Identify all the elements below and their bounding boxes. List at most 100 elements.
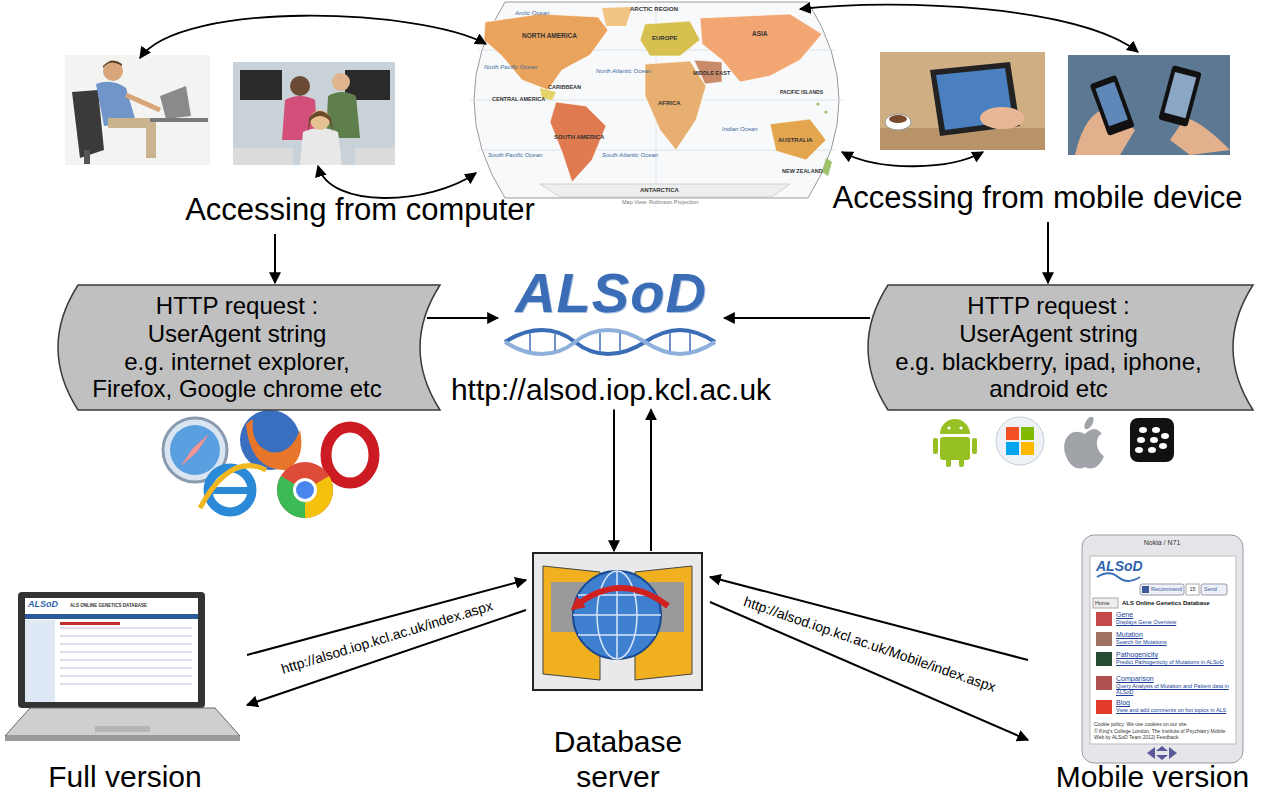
screenshot-text: Recommend — [1151, 586, 1182, 592]
http-request-text: e.g. blackberry, ipad, iphone, android e… — [892, 348, 1205, 403]
http-request-text-group: HTTP request :UserAgent stringe.g. black… — [892, 292, 1205, 402]
map-label: AUSTRALIA — [778, 137, 813, 144]
connector-arrow — [724, 317, 870, 319]
browser-icons — [181, 434, 209, 466]
full-version-client: Full version — [5, 588, 245, 799]
browser-icons — [208, 468, 252, 512]
os-icons — [1021, 442, 1034, 455]
phone-screenshot — [1082, 535, 1243, 763]
http-request-text-group: HTTP request :UserAgent stringe.g. inter… — [82, 292, 392, 402]
os-icons — [933, 438, 938, 454]
access-arrows — [140, 5, 1138, 198]
photo-tablet — [980, 107, 1024, 129]
photo-students — [290, 76, 310, 96]
phone-screenshot — [1097, 573, 1140, 581]
photo-person-laptop — [150, 118, 208, 122]
phone-screenshot — [1082, 535, 1243, 763]
photo-phones — [1164, 72, 1196, 118]
url-label: http://alsod.iop.kcl.ac.uk/index.aspx — [277, 598, 496, 678]
photo-phones — [1068, 55, 1230, 155]
photo-students — [355, 148, 395, 165]
os-icons — [959, 426, 962, 429]
screenshot-text: ALSoD — [28, 599, 58, 609]
browser-icons — [277, 462, 333, 518]
phone-screenshot — [1169, 747, 1177, 759]
screenshot-text: ALS Online Genetics Database — [1122, 600, 1210, 607]
url-label: http://alsod.iop.kcl.ac.uk/Mobile/index.… — [739, 594, 999, 696]
logo-text: ALSoD — [500, 265, 722, 321]
map-label: PACIFIC ISLANDS — [780, 90, 823, 96]
laptop-screenshot — [5, 736, 240, 741]
photo-person-laptop — [160, 86, 191, 119]
phone-screenshot — [1096, 652, 1112, 666]
database-server-icon — [576, 588, 668, 606]
url-text: http://alsod.iop.kcl.ac.uk — [451, 373, 771, 408]
screenshot-text: Gene — [1116, 611, 1133, 619]
map-label: North Pacific Ocean — [484, 64, 537, 71]
world-map — [640, 21, 700, 56]
world-map — [550, 102, 606, 182]
world-map — [816, 102, 819, 105]
map-label: SOUTH AMERICA — [554, 134, 604, 141]
phone-screenshot — [1096, 632, 1112, 646]
browser-icons — [210, 487, 252, 494]
screenshot-text: ALS ONLINE GENETICS DATABASE — [70, 603, 147, 608]
screenshot-text: Query Analysis of Mutation and Patient d… — [1116, 683, 1234, 696]
phone-screenshot — [1093, 598, 1118, 608]
screenshot-text: ALSoD — [1096, 558, 1143, 574]
os-icons — [1135, 447, 1143, 453]
os-icons — [1148, 447, 1156, 453]
photo-phones — [1090, 75, 1135, 136]
map-label: ARCTIC REGION — [630, 6, 678, 13]
os-icons — [1021, 427, 1034, 440]
photo-tablet — [880, 52, 1045, 150]
dna-helix — [505, 330, 715, 354]
screenshot-text: Home — [1095, 600, 1110, 606]
phone-screenshot — [1156, 755, 1168, 760]
os-icons — [1139, 427, 1147, 433]
os-icons — [1006, 442, 1019, 455]
laptop-screenshot — [5, 592, 240, 741]
photo-person-laptop — [103, 60, 122, 68]
map-label: Indian Ocean — [722, 126, 758, 133]
world-map — [602, 7, 632, 26]
caption-text: Accessing from mobile device — [832, 180, 1242, 216]
access-arrows — [842, 152, 983, 166]
os-icons — [947, 426, 950, 429]
screenshot-text: Displays Gene Overview — [1116, 619, 1234, 625]
node-caption: Full version — [48, 760, 201, 795]
map-label: AFRICA — [658, 100, 681, 107]
laptop-screenshot — [60, 636, 192, 637]
laptop-screenshot — [60, 676, 192, 677]
http-request-shape: HTTP request :UserAgent stringe.g. black… — [848, 285, 1253, 410]
http-request-heading: HTTP request : — [892, 292, 1205, 320]
os-icons — [1064, 429, 1104, 468]
connector-arrow — [274, 234, 276, 283]
os-icons — [996, 417, 1044, 465]
laptop-screenshot — [60, 628, 192, 684]
photo-tablet — [880, 52, 1045, 150]
laptop-screenshot — [60, 660, 192, 661]
dna-helix — [530, 333, 690, 351]
map-label: South Atlantic Ocean — [602, 152, 658, 159]
os-icons — [972, 438, 977, 454]
photo-person-laptop — [84, 150, 90, 164]
photo-phones — [1158, 65, 1201, 127]
map-label: North Atlantic Ocean — [596, 68, 651, 75]
world-map — [470, 2, 843, 198]
photo-students — [240, 70, 282, 100]
browser-icons — [296, 481, 314, 499]
laptop-screenshot — [25, 620, 55, 702]
connector-arrow — [247, 610, 526, 705]
http-request-shape: HTTP request :UserAgent stringe.g. inter… — [38, 285, 440, 410]
photo-students — [308, 111, 333, 132]
os-icons — [946, 458, 951, 467]
browser-icons — [246, 419, 301, 470]
os-icons — [1006, 427, 1019, 440]
screenshot-text: Comparison — [1116, 675, 1154, 683]
dna-helix — [505, 330, 715, 354]
phone-screenshot — [1096, 700, 1112, 714]
database-server-icon — [573, 571, 661, 659]
database-server: Database server — [528, 553, 708, 799]
